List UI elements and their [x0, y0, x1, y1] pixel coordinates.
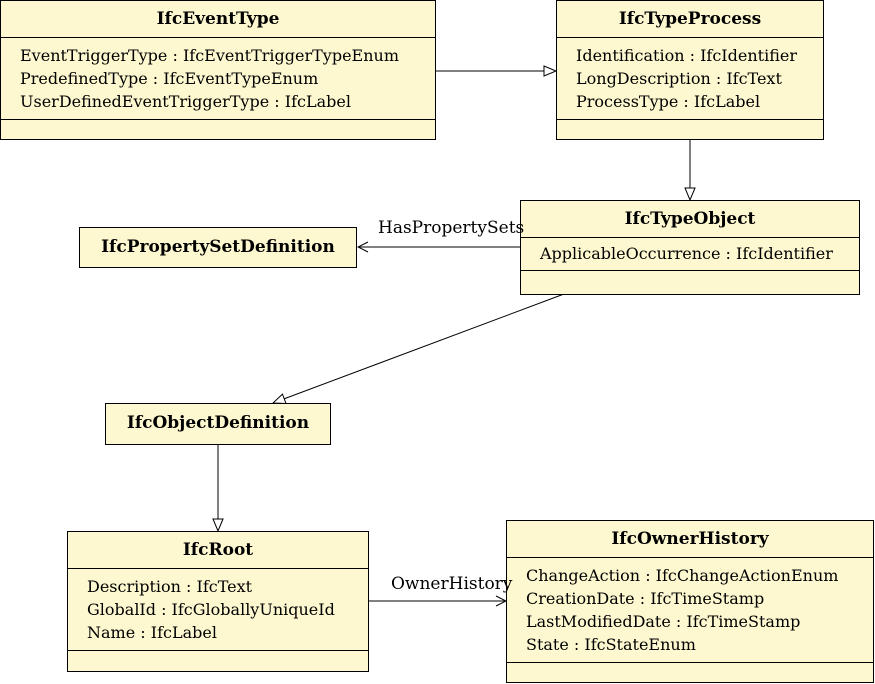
class-ifcpropertysetdefinition[interactable]: IfcPropertySetDefinition [79, 227, 357, 268]
attribute: ChangeAction : IfcChangeActionEnum [526, 566, 839, 585]
attribute: LongDescription : IfcText [576, 69, 782, 88]
attribute: LastModifiedDate : IfcTimeStamp [526, 612, 801, 631]
attribute-compartment: ChangeAction : IfcChangeActionEnum Creat… [507, 557, 873, 662]
attribute: UserDefinedEventTriggerType : IfcLabel [20, 92, 351, 111]
attribute: Identification : IfcIdentifier [576, 46, 797, 65]
attribute: PredefinedType : IfcEventTypeEnum [20, 69, 319, 88]
operation-compartment [507, 662, 873, 681]
attribute: Description : IfcText [87, 577, 253, 596]
class-name: IfcEventType [156, 9, 280, 29]
class-ifctypeobject[interactable]: IfcTypeObject ApplicableOccurrence : Ifc… [520, 200, 860, 295]
operation-compartment [557, 119, 823, 138]
attribute: Name : IfcLabel [87, 623, 217, 642]
attribute: ProcessType : IfcLabel [576, 92, 761, 111]
attribute-compartment: EventTriggerType : IfcEventTriggerTypeEn… [1, 37, 435, 119]
class-ifctypeprocess[interactable]: IfcTypeProcess Identification : IfcIdent… [556, 0, 824, 140]
attribute: State : IfcStateEnum [526, 635, 696, 654]
class-name: IfcTypeObject [624, 209, 756, 229]
attribute-compartment: Identification : IfcIdentifier LongDescr… [557, 37, 823, 119]
generalization-typeobject-objectdefinition [273, 293, 565, 403]
class-ifcobjectdefinition[interactable]: IfcObjectDefinition [105, 403, 331, 445]
class-name: IfcObjectDefinition [126, 413, 310, 433]
attribute: EventTriggerType : IfcEventTriggerTypeEn… [20, 46, 399, 65]
class-ifcownerhistory[interactable]: IfcOwnerHistory ChangeAction : IfcChange… [506, 520, 874, 683]
class-name: IfcPropertySetDefinition [101, 237, 335, 257]
operation-compartment [521, 270, 859, 289]
class-name: IfcTypeProcess [618, 9, 762, 29]
attribute-compartment: Description : IfcText GlobalId : IfcGlob… [68, 568, 368, 650]
class-name: IfcRoot [182, 540, 254, 560]
class-ifceventtype[interactable]: IfcEventType EventTriggerType : IfcEvent… [0, 0, 436, 140]
role-label-haspropertysets: HasPropertySets [378, 218, 525, 238]
class-ifcroot[interactable]: IfcRoot Description : IfcText GlobalId :… [67, 531, 369, 672]
attribute-compartment: ApplicableOccurrence : IfcIdentifier [521, 237, 859, 270]
attribute: GlobalId : IfcGloballyUniqueId [87, 600, 335, 619]
attribute: ApplicableOccurrence : IfcIdentifier [540, 244, 833, 263]
operation-compartment [1, 119, 435, 138]
class-name: IfcOwnerHistory [611, 529, 769, 549]
operation-compartment [68, 650, 368, 669]
role-label-ownerhistory: OwnerHistory [391, 574, 513, 594]
attribute: CreationDate : IfcTimeStamp [526, 589, 765, 608]
